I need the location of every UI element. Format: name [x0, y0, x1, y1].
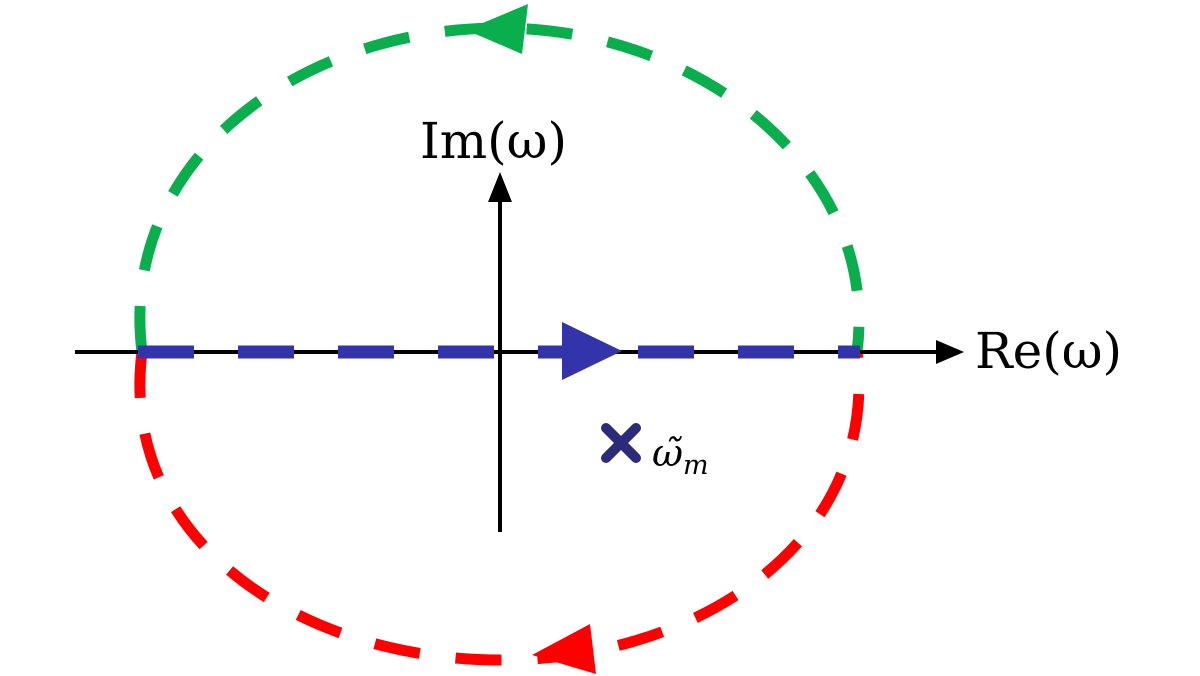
real-axis-label: Re(ω) [975, 322, 1122, 380]
pole-label-subscript: m [683, 450, 709, 481]
imag-axis-arrowhead [488, 172, 512, 202]
upper-arc-contour [134, 22, 865, 353]
pole-label: ω̃m [652, 431, 709, 481]
lower-arc-contour [134, 351, 865, 666]
upper-arc-arrowhead [466, 4, 528, 54]
real-segment-arrowhead [562, 322, 622, 380]
pole-marker-icon [601, 423, 641, 463]
real-axis-arrowhead [936, 340, 964, 364]
pole-label-symbol: ω̃ [652, 431, 683, 475]
imag-axis-label: Im(ω) [420, 112, 567, 170]
lower-arc-arrowhead [532, 624, 596, 674]
